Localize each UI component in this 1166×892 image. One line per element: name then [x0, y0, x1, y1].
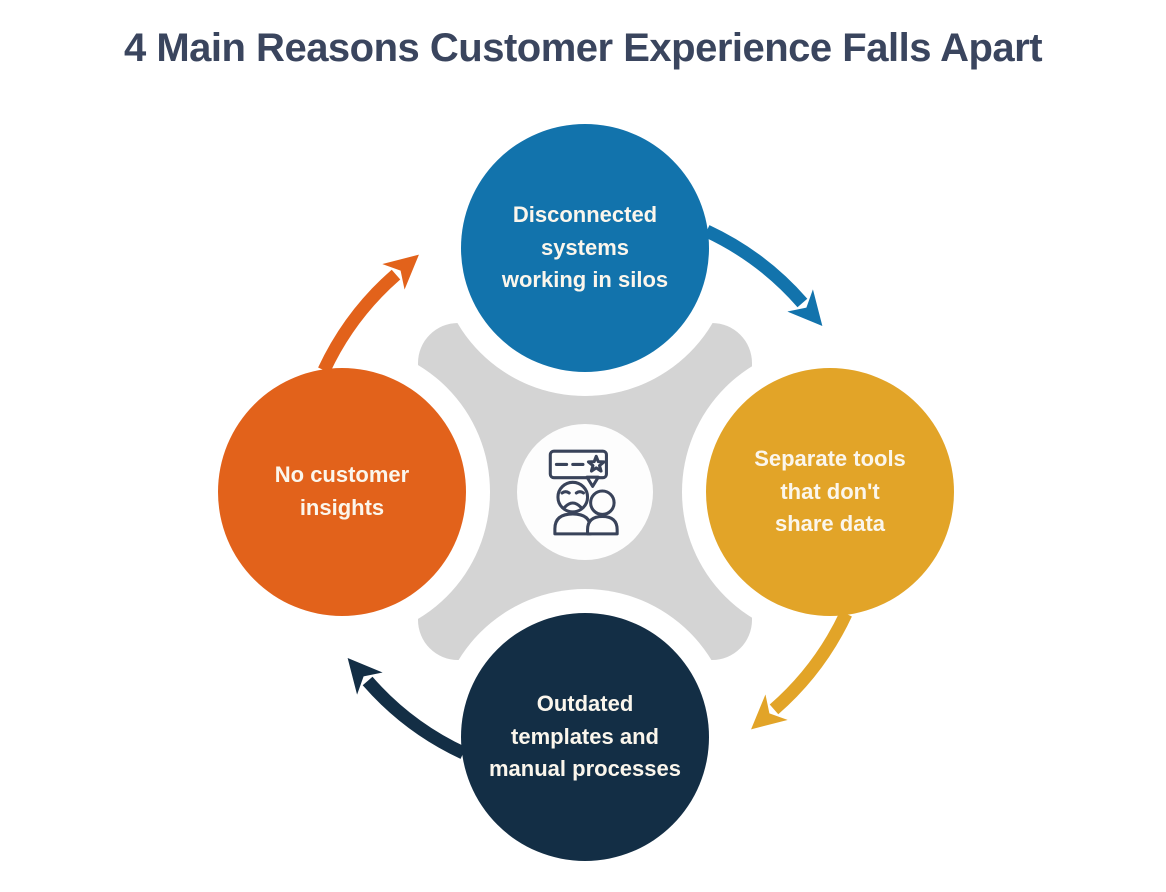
node-label: Outdated templates and manual processes: [489, 691, 681, 782]
star-icon: [586, 454, 606, 473]
node-disconnected-systems: Disconnected systems working in silos: [461, 124, 709, 372]
page-title: 4 Main Reasons Customer Experience Falls…: [123, 26, 1043, 70]
node-no-customer-insights: No customer insights: [218, 368, 466, 616]
node-label: No customer insights: [274, 462, 410, 520]
second-person-icon: [586, 489, 619, 536]
node-separate-tools: Separate tools that don't share data: [706, 368, 954, 616]
node-label: Separate tools that don't share data: [754, 446, 906, 537]
center-circle: [517, 424, 653, 560]
sad-customer-icon: [553, 480, 593, 536]
unhappy-customer-feedback-icon: [548, 449, 619, 536]
node-outdated-templates: Outdated templates and manual processes: [461, 613, 709, 861]
node-label: Disconnected systems working in silos: [501, 202, 669, 293]
